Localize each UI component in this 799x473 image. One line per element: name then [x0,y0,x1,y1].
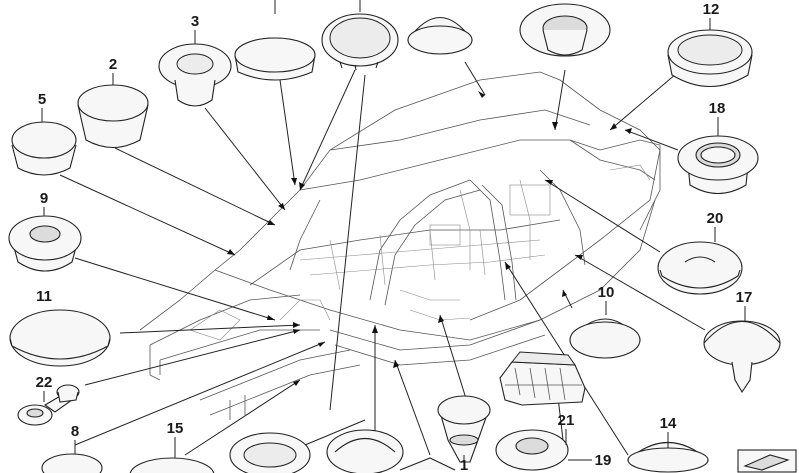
clip-22 [17,384,80,426]
label-2: 2 [109,56,117,73]
label-14: 14 [660,415,677,432]
grommet-12 [667,29,753,88]
label-5: 5 [38,91,46,108]
label-12: 12 [703,1,720,18]
car-body-shell [139,71,661,420]
grommet-9 [8,215,82,272]
arrowheads [227,91,632,387]
grommet-bottom-left [229,432,311,473]
plug-top-center [321,0,399,71]
plug-2 [77,84,149,149]
dome-10 [569,318,641,359]
part-labels: 3 2 5 9 11 22 8 15 1 19 21 14 10 17 20 1… [36,1,753,473]
label-21: 21 [558,412,575,429]
label-17: 17 [736,289,753,306]
plug-top-left [234,0,316,81]
plug-8 [41,453,103,473]
disc-20 [657,241,743,295]
dome-14 [626,441,710,473]
label-20: 20 [707,210,724,227]
label-19: 19 [595,452,612,469]
label-18: 18 [709,100,726,117]
disc-cap-11 [9,309,111,367]
direction-arrow-icon [737,449,797,473]
label-8: 8 [71,423,79,440]
cone-plug-1 [437,395,491,463]
dome-bottom [326,429,404,473]
grommet-top-right [519,3,611,57]
label-11: 11 [36,288,52,305]
label-22: 22 [36,374,53,391]
label-3: 3 [191,13,199,30]
label-ticks [41,18,746,462]
label-1: 1 [460,457,468,473]
label-15: 15 [167,420,184,437]
grommet-19 [495,429,569,471]
leader-lines [59,61,706,456]
grommet-18 [677,135,759,195]
dome-cap-top [407,16,473,55]
block-21 [499,351,586,406]
grommet-3 [158,43,232,107]
label-10: 10 [598,284,615,301]
plug-5 [11,121,77,176]
disc-15 [129,457,215,473]
bracket-bottom [399,457,456,471]
label-9: 9 [40,190,48,207]
push-plug-17 [703,320,781,394]
